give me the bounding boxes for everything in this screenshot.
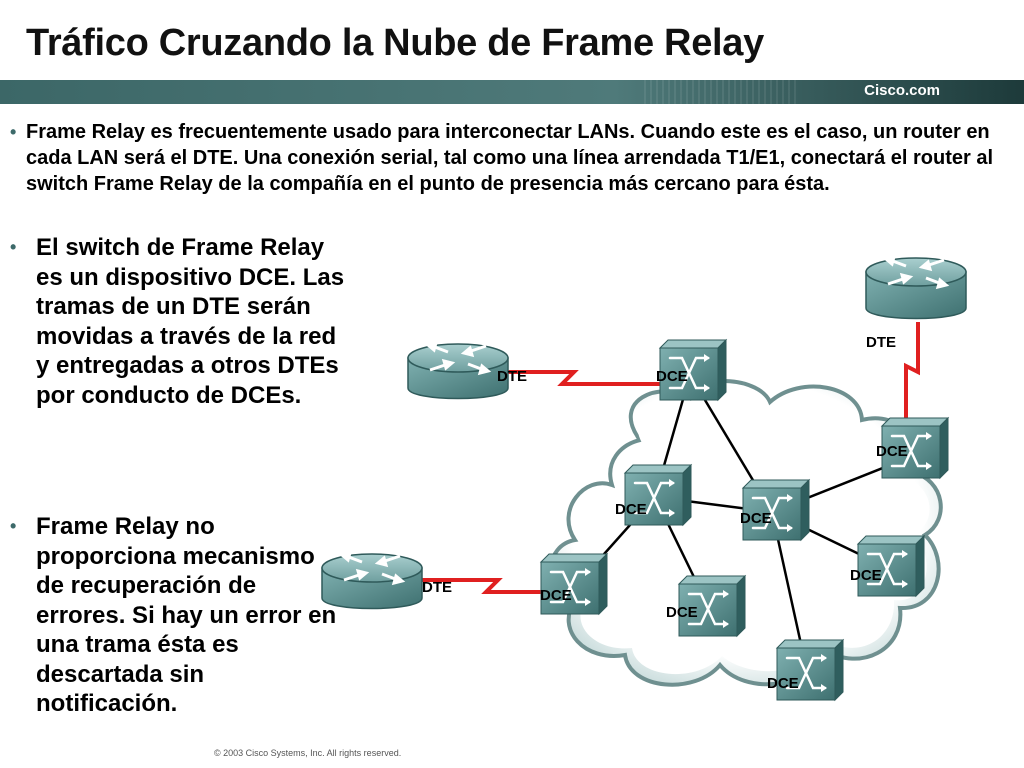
dce-label: DCE [876, 443, 908, 460]
dce-label: DCE [540, 587, 572, 604]
dce-switch-icon [658, 338, 728, 402]
header-bar [0, 80, 1024, 104]
bullet-text: Frame Relay no proporciona mecanismo de … [36, 513, 337, 717]
page-title: Tráfico Cruzando la Nube de Frame Relay [26, 22, 764, 64]
bullet-dot: • [10, 237, 17, 257]
dce-switches [539, 338, 950, 702]
dce-switch-icon [741, 478, 811, 542]
dce-switch-icon [623, 463, 693, 527]
bullet-text: Frame Relay es frecuentemente usado para… [26, 121, 994, 195]
router-icon [407, 340, 509, 400]
dce-label: DCE [656, 368, 688, 385]
bullet-dot: • [10, 516, 17, 536]
bullet-text: El switch de Frame Relay es un dispositi… [36, 234, 345, 409]
bullet-frame-relay-lans: • Frame Relay es frecuentemente usado pa… [10, 119, 1000, 197]
device-labels: DTE DTE DTE DCE DCE DCE DCE DCE DCE DCE … [422, 334, 908, 692]
dte-label: DTE [497, 368, 527, 385]
dce-label: DCE [615, 501, 647, 518]
dte-label: DTE [866, 334, 896, 351]
bullet-no-error-recovery: • Frame Relay no proporciona mecanismo d… [10, 512, 345, 719]
dce-switch-icon [856, 534, 926, 598]
dte-label: DTE [422, 579, 452, 596]
dce-label: DCE [666, 604, 698, 621]
cisco-brand: Cisco.com [864, 82, 940, 99]
dce-switch-icon [539, 552, 609, 616]
router-icon [321, 550, 423, 610]
dce-label: DCE [740, 510, 772, 527]
serial-link-bottom-left [420, 578, 545, 594]
serial-link-top-right [904, 322, 920, 420]
router-icon [865, 254, 967, 320]
bullet-dot: • [10, 122, 17, 142]
dce-switch-icon [880, 416, 950, 480]
dce-switch-icon [677, 574, 747, 638]
serial-links [420, 322, 920, 594]
serial-link-top-left [480, 370, 660, 386]
dce-label: DCE [767, 675, 799, 692]
bullet-switch-dce: • El switch de Frame Relay es un disposi… [10, 233, 345, 410]
dce-switch-icon [775, 638, 845, 702]
dce-label: DCE [850, 567, 882, 584]
copyright-notice: © 2003 Cisco Systems, Inc. All rights re… [214, 748, 402, 758]
